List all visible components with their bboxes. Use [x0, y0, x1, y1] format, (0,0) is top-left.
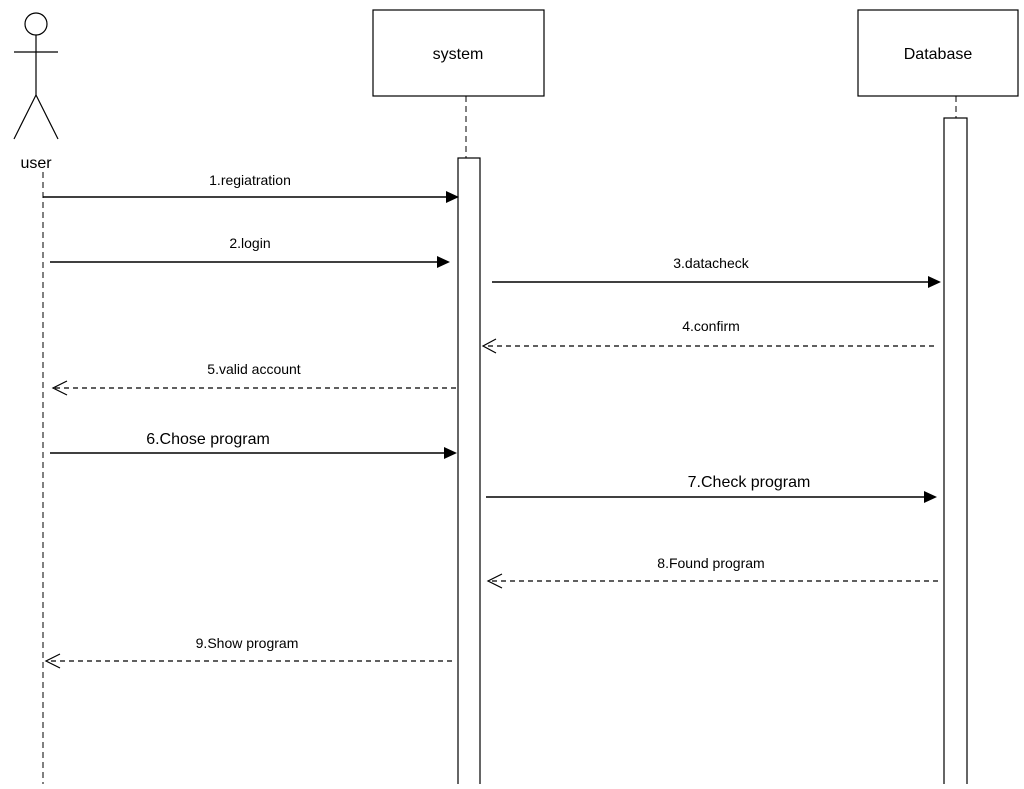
database-activation-bar	[943, 117, 968, 789]
message-label-7: 7.Check program	[688, 474, 811, 491]
arrowhead-filled-6	[444, 447, 457, 459]
arrowhead-open-5	[51, 380, 68, 396]
message-label-8: 8.Found program	[657, 555, 764, 571]
message-label-4: 4.confirm	[682, 318, 740, 334]
message-label-9: 9.Show program	[196, 635, 299, 651]
arrowhead-filled-7	[924, 491, 937, 503]
database-participant-box	[857, 9, 1019, 97]
user-actor-icon	[13, 12, 59, 140]
arrowhead-filled-1	[446, 191, 459, 203]
arrowhead-open-8	[486, 573, 503, 589]
message-label-2: 2.login	[229, 235, 270, 251]
message-label-6: 6.Chose program	[146, 431, 270, 448]
arrowhead-filled-2	[437, 256, 450, 268]
message-label-5: 5.valid account	[207, 361, 301, 377]
actor-label: user	[20, 155, 52, 172]
system-participant-label: system	[433, 46, 484, 63]
arrowhead-open-9	[44, 653, 61, 669]
message-label-3: 3.datacheck	[673, 255, 749, 271]
arrowhead-open-4	[481, 338, 497, 354]
system-participant-box	[372, 9, 545, 97]
system-activation-bar	[457, 157, 481, 789]
message-label-1: 1.regiatration	[209, 172, 291, 188]
arrowhead-filled-3	[928, 276, 941, 288]
database-participant-label: Database	[904, 46, 973, 63]
